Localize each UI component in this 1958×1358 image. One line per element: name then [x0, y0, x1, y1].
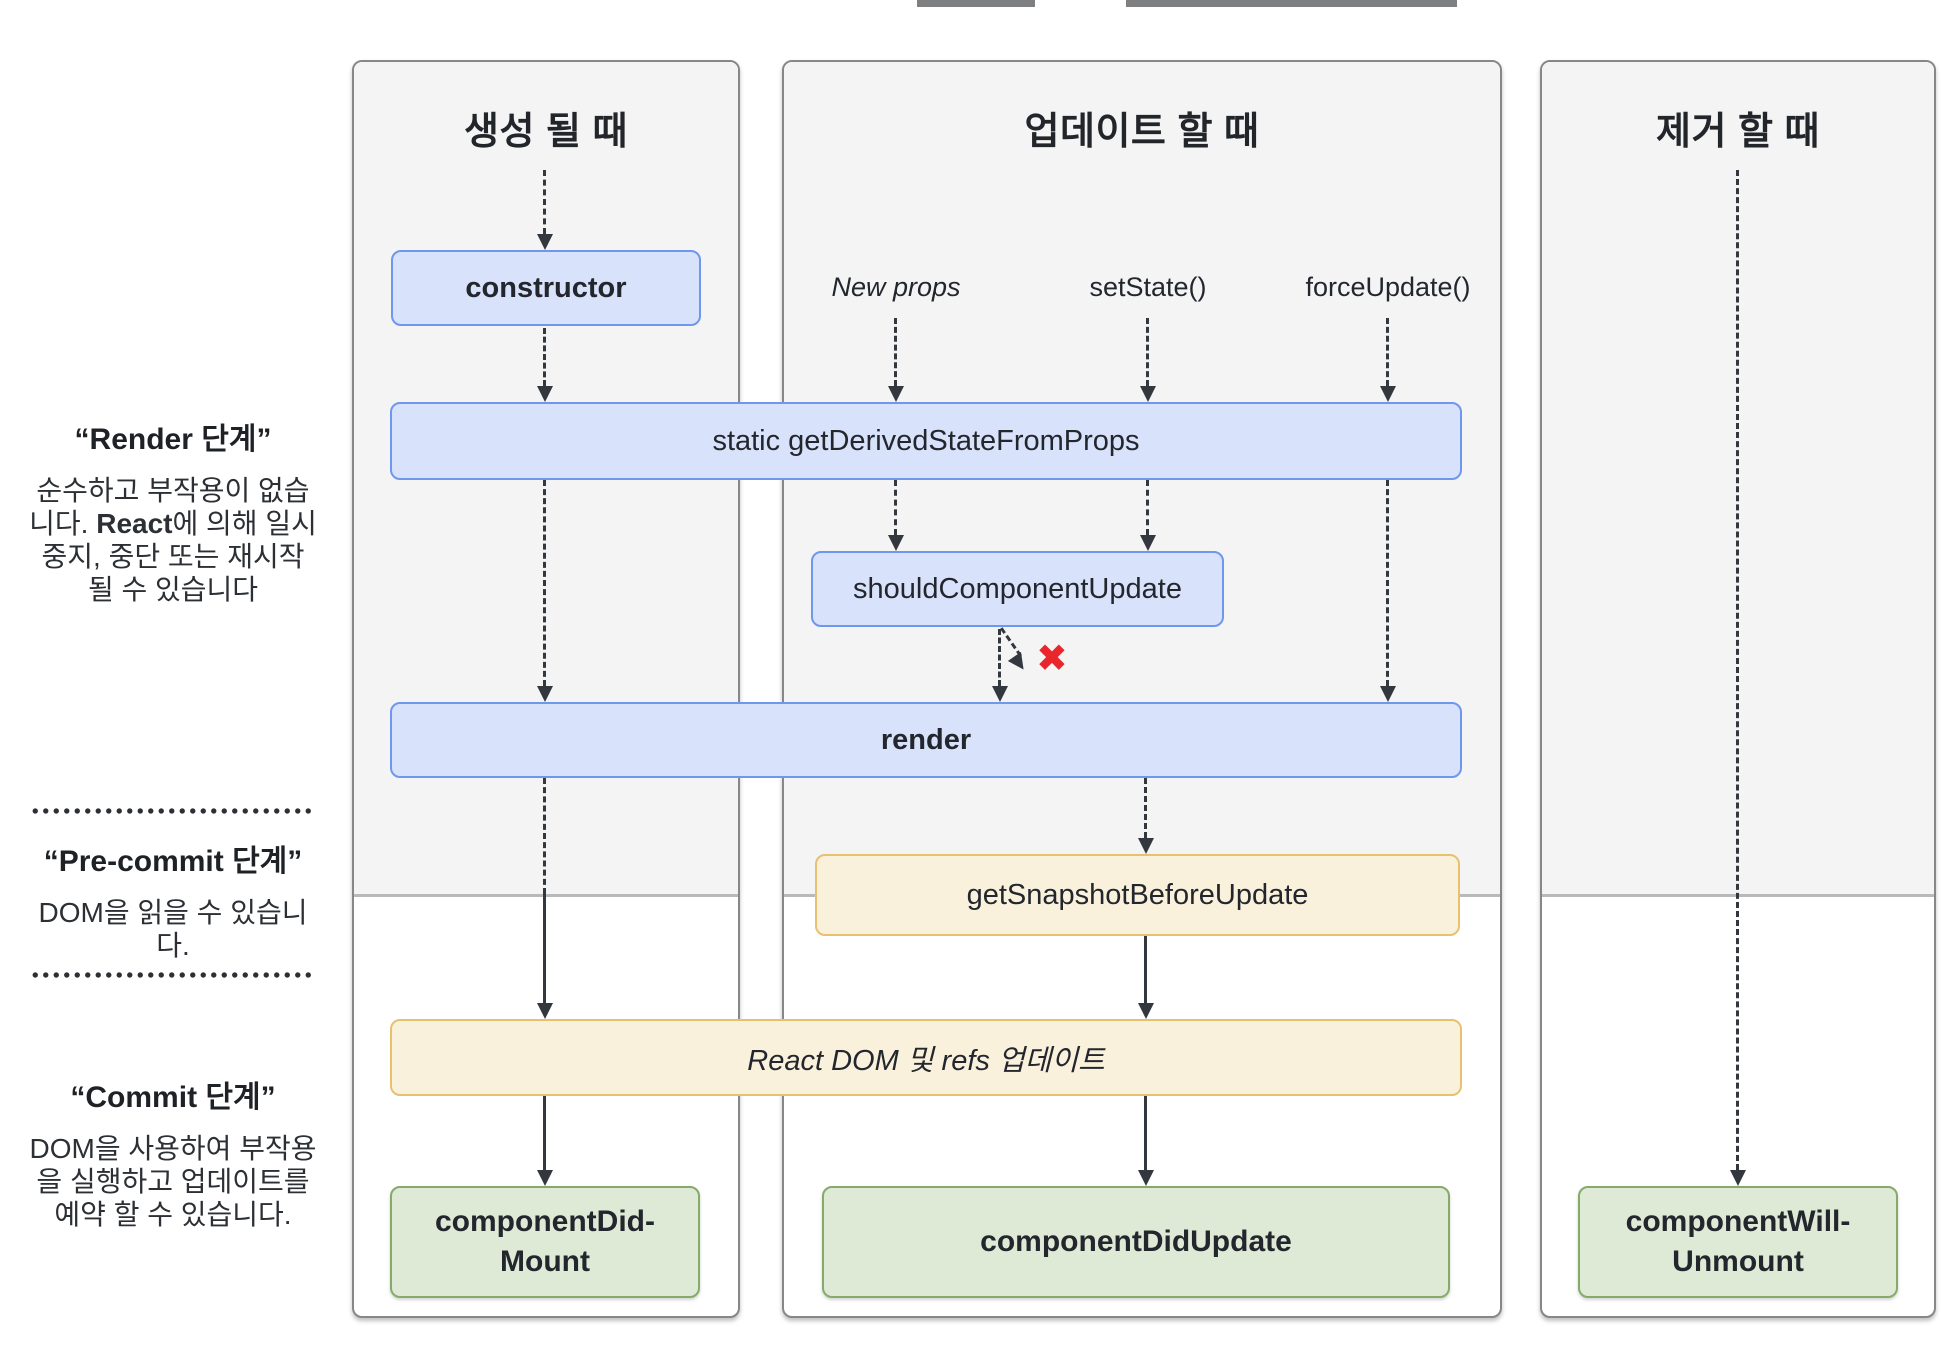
arrowhead: [1138, 838, 1154, 854]
toggle-link-underline-left[interactable]: [917, 0, 1035, 7]
arrowhead: [888, 535, 904, 551]
phase-precommit-title: “Pre-commit 단계”: [43, 845, 303, 878]
node-render: render: [390, 702, 1462, 778]
column-mounting-title: 생성 될 때: [464, 111, 628, 153]
arrowhead: [1140, 535, 1156, 551]
arrow-getderived-to-shouldupdate-2: [1146, 480, 1149, 535]
phase-precommit: “Pre-commit 단계” DOM을 읽을 수 있습니다.: [28, 836, 318, 962]
node-getsnapshotbeforeupdate: getSnapshotBeforeUpdate: [815, 854, 1460, 936]
arrow-reactdom-to-didupdate: [1144, 1096, 1147, 1170]
arrow-render-to-commit-solid: [543, 894, 546, 1003]
node-getderivedstatefromprops: static getDerivedStateFromProps: [390, 402, 1462, 480]
arrow-getsnapshot-to-reactdom: [1144, 936, 1147, 1003]
arrow-forceupdate-to-render: [1386, 480, 1389, 686]
arrow-newprops-down: [894, 318, 897, 386]
phase-commit-title: “Commit 단계”: [70, 1081, 276, 1114]
node-componentwillunmount-label: componentWill- Unmount: [1625, 1204, 1851, 1279]
phase-render-title: “Render 단계”: [74, 423, 272, 456]
arrowhead: [992, 686, 1008, 702]
phase-separator-bottom: [30, 972, 314, 978]
column-unmounting-title: 제거 할 때: [1656, 111, 1820, 153]
phase-precommit-description: DOM을 읽을 수 있습니다.: [38, 897, 308, 961]
column-updating-title: 업데이트 할 때: [1024, 111, 1260, 153]
phase-render-description: 순수하고 부작용이 없습니다. React에 의해 일시 중지, 중단 또는 재…: [29, 475, 317, 605]
phase-separator-top: [30, 808, 314, 814]
arrow-getderived-to-render-mount: [543, 480, 546, 686]
trigger-new-props: New props: [831, 272, 961, 302]
phase-render: “Render 단계” 순수하고 부작용이 없습니다. React에 의해 일시…: [28, 414, 318, 606]
arrowhead: [537, 386, 553, 402]
node-componentdidmount: componentDid- Mount: [390, 1186, 700, 1298]
arrowhead: [537, 1003, 553, 1019]
node-constructor: constructor: [391, 250, 701, 326]
arrowhead: [537, 1170, 553, 1186]
node-componentdidupdate: componentDidUpdate: [822, 1186, 1450, 1298]
node-react-dom-refs-update: React DOM 및 refs 업데이트: [390, 1019, 1462, 1096]
arrow-shouldupdate-to-render: [998, 629, 1001, 686]
arrow-mount-start: [543, 170, 546, 234]
toggle-link-underline-right[interactable]: [1126, 0, 1457, 7]
trigger-forceupdate: forceUpdate(): [1305, 272, 1471, 302]
arrow-render-to-getsnapshot: [1144, 778, 1147, 838]
phase-commit: “Commit 단계” DOM을 사용하여 부작용을 실행하고 업데이트를 예약…: [28, 1072, 318, 1231]
node-componentwillunmount: componentWill- Unmount: [1578, 1186, 1898, 1298]
arrowhead: [537, 234, 553, 250]
arrow-forceupdate-down: [1386, 318, 1389, 386]
arrow-setstate-down: [1146, 318, 1149, 386]
arrow-render-to-commit-dashed: [543, 778, 546, 894]
arrow-unmount-to-willunmount: [1736, 170, 1739, 1170]
node-componentdidmount-label: componentDid- Mount: [435, 1204, 655, 1279]
phase-commit-description: DOM을 사용하여 부작용을 실행하고 업데이트를 예약 할 수 있습니다.: [29, 1133, 317, 1230]
arrowhead: [537, 686, 553, 702]
arrowhead: [1140, 386, 1156, 402]
trigger-setstate: setState(): [1089, 272, 1207, 302]
arrow-constructor-to-getderived: [543, 328, 546, 386]
arrowhead: [1138, 1170, 1154, 1186]
arrowhead: [888, 386, 904, 402]
skip-render-x-icon: ✖: [1036, 638, 1068, 680]
arrow-reactdom-to-didmount: [543, 1096, 546, 1170]
arrowhead: [1380, 686, 1396, 702]
arrowhead: [1380, 386, 1396, 402]
arrowhead: [1730, 1170, 1746, 1186]
node-shouldcomponentupdate: shouldComponentUpdate: [811, 551, 1224, 627]
arrowhead: [1138, 1003, 1154, 1019]
arrow-getderived-to-shouldupdate-1: [894, 480, 897, 535]
